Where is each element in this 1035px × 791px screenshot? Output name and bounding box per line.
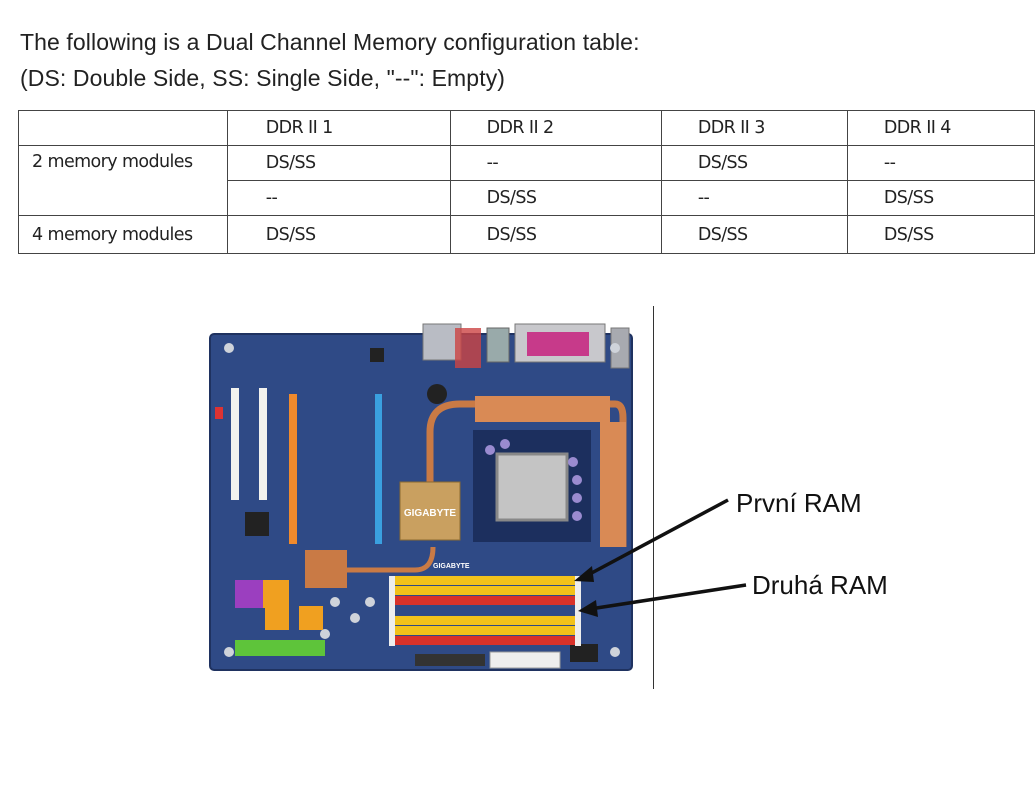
- table-cell: DS/SS: [846, 215, 1035, 254]
- table-cell: DS/SS: [449, 215, 662, 254]
- table-cell: DS/SS: [660, 145, 848, 181]
- table-row: 2 memory modules DS/SS -- DS/SS --: [18, 145, 1035, 216]
- memory-config-table: DDR II 1 DDR II 2 DDR II 3 DDR II 4 2 me…: [18, 110, 1035, 254]
- table-cell: DS/SS: [660, 215, 848, 254]
- callout-first-ram: První RAM: [736, 488, 862, 518]
- board-brand-label: GIGABYTE: [433, 563, 470, 570]
- header-cell: [18, 110, 228, 146]
- arrow-second: [589, 583, 747, 611]
- table-row: 4 memory modules DS/SS DS/SS DS/SS DS/SS: [18, 215, 1035, 254]
- table-row: -- DS/SS -- DS/SS: [19, 180, 1035, 216]
- intro-line-2: (DS: Double Side, SS: Single Side, "--":…: [20, 65, 506, 91]
- table-cell: --: [226, 180, 451, 216]
- table-cell: --: [449, 145, 662, 181]
- header-cell: DDR II 4: [846, 110, 1035, 146]
- intro-line-1: The following is a Dual Channel Memory c…: [20, 29, 640, 55]
- row-label: 2 memory modules: [18, 145, 228, 216]
- arrow-first: [585, 498, 729, 578]
- table-cell: DS/SS: [846, 180, 1035, 216]
- arrow-first-head: [574, 566, 594, 582]
- chip-brand-label: GIGABYTE: [404, 508, 457, 519]
- motherboard-image: GIGABYTE GIGABYTE: [205, 322, 637, 679]
- intro-text: The following is a Dual Channel Memory c…: [20, 24, 640, 96]
- callout-second-ram: Druhá RAM: [752, 570, 888, 600]
- divider-line: [653, 306, 654, 689]
- row-label: 4 memory modules: [18, 215, 228, 254]
- motherboard-illustration: GIGABYTE GIGABYTE: [209, 323, 633, 671]
- arrow-second-head: [578, 600, 598, 617]
- header-cell: DDR II 2: [449, 110, 662, 146]
